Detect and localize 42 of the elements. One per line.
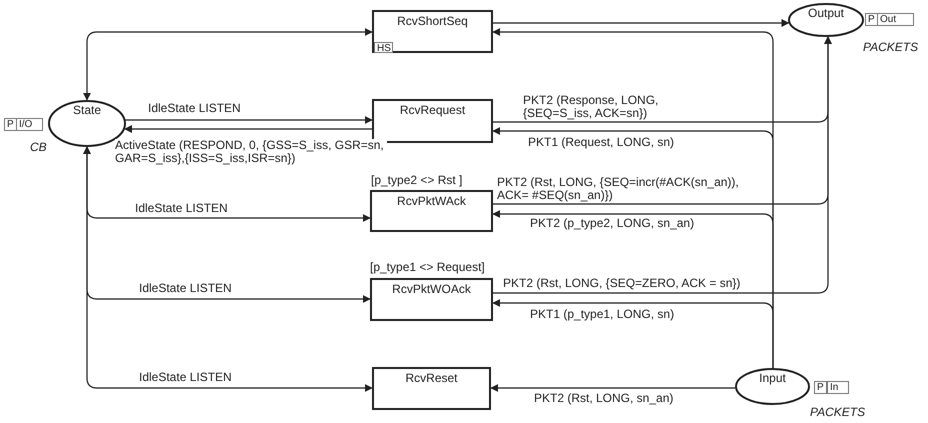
substitution-tag: HS <box>374 42 393 53</box>
arc-inscription: PKT1 (Request, LONG, sn) <box>528 136 674 149</box>
arc-arrow <box>126 116 373 124</box>
colour-set-label: CB <box>30 141 47 154</box>
arc-arrow <box>124 125 372 133</box>
transition-box <box>370 278 493 321</box>
place-name: Output <box>808 6 844 20</box>
guard-label: [p_type2 <> Rst ] <box>371 174 462 187</box>
colour-set-label: PACKETS <box>810 406 866 419</box>
transition-name: RcvPktWOAck <box>392 282 471 296</box>
arc-inscription: PKT1 (p_type1, LONG, sn) <box>530 308 674 321</box>
arc-arrow <box>83 28 373 101</box>
arc-inscription: IdleState LISTEN <box>148 102 241 115</box>
arc-arrow <box>493 19 790 27</box>
arc-inscription: ActiveState (RESPOND, 0, {GSS=S_iss, GSR=sn, GAR=S_iss},{ISS=S_iss,ISR=sn}) <box>115 139 387 165</box>
transition-box <box>372 367 491 410</box>
transition-name: RcvPktWAck <box>397 194 466 208</box>
arc-arrow <box>492 299 774 368</box>
arc-inscription: IdleState LISTEN <box>139 282 232 295</box>
arc-arrow <box>493 36 832 294</box>
port-tag: I/O <box>16 118 43 131</box>
arc-inscription: PKT2 (Rst, LONG, {SEQ=ZERO, ACK = sn}) <box>503 277 740 290</box>
port-tag: P <box>4 118 17 131</box>
transition-name: RcvReset <box>405 371 458 385</box>
arc-inscription: IdleState LISTEN <box>139 371 232 384</box>
port-tag: P <box>865 13 878 26</box>
place-name: State <box>72 103 102 117</box>
colour-set-label: PACKETS <box>863 41 918 54</box>
arc-arrow <box>490 384 736 392</box>
guard-label: [p_type1 <> Request] <box>370 261 485 274</box>
arc-inscription: IdleState LISTEN <box>135 202 228 215</box>
transition-box <box>370 190 493 232</box>
port-tag: In <box>827 381 849 394</box>
transition-box <box>372 10 493 53</box>
port-tag: P <box>814 381 827 394</box>
transition-name: RcvRequest <box>400 103 466 117</box>
transition-name: RcvShortSeq <box>397 14 468 28</box>
arc-inscription: PKT2 (Rst, LONG, sn_an) <box>534 392 674 405</box>
place-name: Input <box>759 371 786 385</box>
port-tag: Out <box>877 13 914 26</box>
arc-inscription: PKT2 (p_type2, LONG, sn_an) <box>530 217 694 230</box>
arc-arrow <box>83 146 373 392</box>
